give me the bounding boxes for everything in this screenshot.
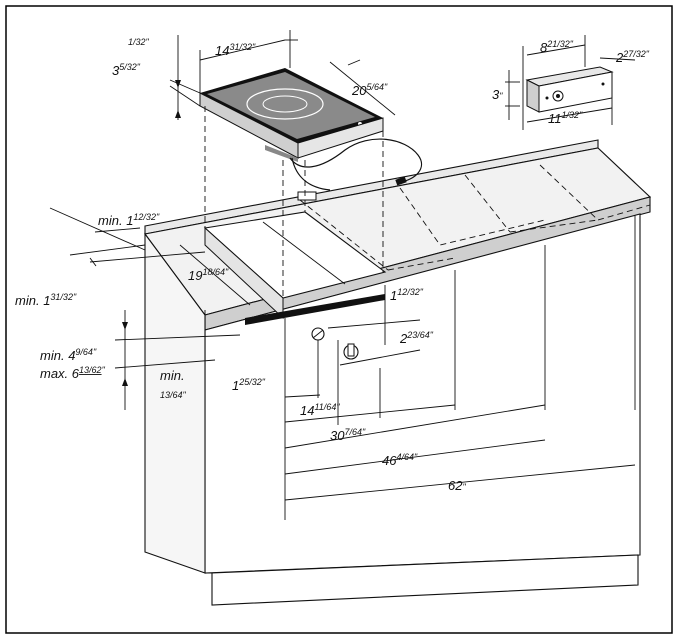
label-span-1: 1411/64" bbox=[300, 402, 340, 418]
label-bezel-min-value: 13/64" bbox=[160, 390, 187, 400]
dashed-outline-5 bbox=[387, 257, 456, 271]
label-knob-offset-b: 223/64" bbox=[399, 330, 434, 346]
label-box-height: 3" bbox=[492, 87, 503, 102]
label-box-depth: 227/32" bbox=[615, 49, 650, 65]
label-side-min: min. 131/32" bbox=[15, 292, 77, 308]
label-span-3: 464/64" bbox=[382, 452, 418, 468]
label-bezel-min: min. bbox=[160, 368, 185, 383]
dimension-labels: 1431/32" 205/64" 1/32" 35/32" 821/32" 22… bbox=[15, 37, 650, 493]
terminal-block bbox=[297, 191, 317, 201]
cooktop-unit bbox=[199, 68, 423, 298]
cooking-zone-inner bbox=[262, 95, 308, 113]
label-knob-offset-a: 112/32" bbox=[390, 287, 424, 303]
dashed-outline-2 bbox=[399, 187, 546, 246]
label-cooktop-height: 35/32" bbox=[112, 62, 141, 78]
cable-plug bbox=[395, 176, 407, 186]
dimension-lines bbox=[49, 30, 636, 501]
label-cooktop-depth: 205/64" bbox=[351, 82, 388, 98]
label-depth-min: min. 49/64" bbox=[40, 347, 97, 363]
label-box-length: 111/32" bbox=[548, 110, 583, 126]
box-side bbox=[526, 79, 540, 113]
junction-box bbox=[525, 66, 614, 113]
countertop-cabinet bbox=[144, 139, 652, 606]
label-cutout-depth: 1918/64" bbox=[188, 267, 229, 283]
label-span-4: 62" bbox=[448, 478, 466, 493]
dashed-outline-6 bbox=[509, 219, 599, 233]
label-depth-max: max. 613/62" bbox=[40, 365, 106, 381]
control-slot bbox=[245, 294, 385, 325]
dashed-outline-1 bbox=[299, 199, 389, 271]
label-cooktop-width: 1431/32" bbox=[215, 42, 256, 58]
label-box-width: 821/32" bbox=[540, 39, 574, 55]
cooktop-glass bbox=[207, 72, 375, 139]
dashed-outline-3 bbox=[464, 174, 511, 233]
label-span-2: 307/64" bbox=[330, 427, 366, 443]
label-cooktop-glass: 1/32" bbox=[128, 37, 150, 47]
cooking-zone-outer bbox=[246, 88, 324, 120]
label-knob-left: 125/32" bbox=[232, 377, 266, 393]
label-edge-min: min. 112/32" bbox=[98, 212, 160, 228]
power-cable bbox=[289, 138, 423, 183]
